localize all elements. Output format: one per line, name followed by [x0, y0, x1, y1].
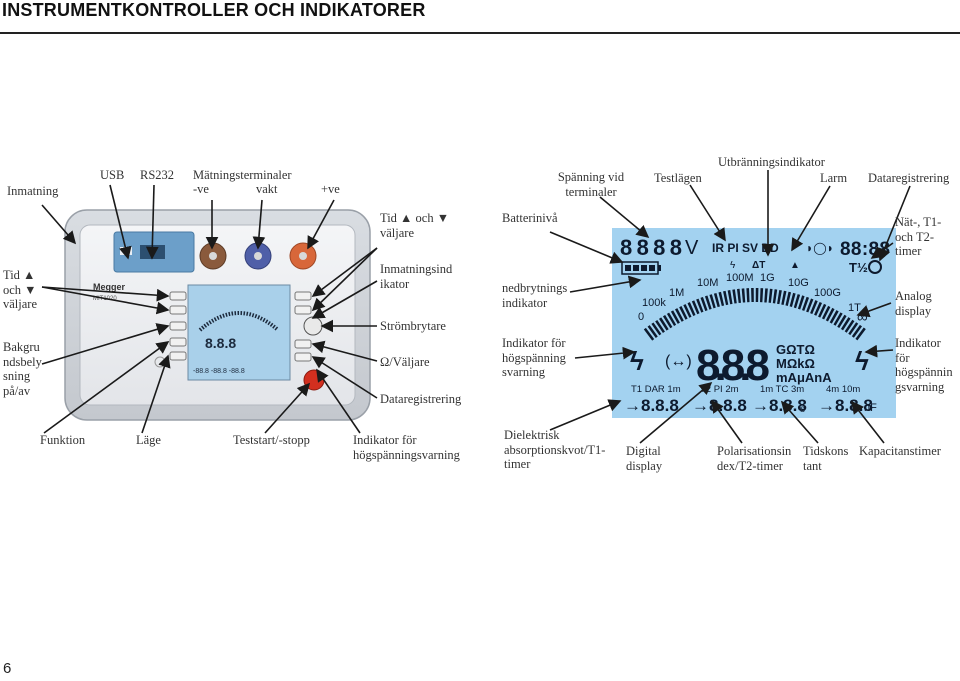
- label-nat-timer: Nät-, T1- och T2- timer: [895, 215, 942, 258]
- label-inmatning: Inmatning: [7, 184, 59, 198]
- label-analog: Analog display: [895, 289, 932, 318]
- label-spanning: Spänning vid terminaler: [557, 170, 625, 199]
- label-tidskonstant: Tidskons tant: [803, 444, 849, 473]
- label-polarisation: Polarisationsin dex/T2-timer: [717, 444, 792, 473]
- label-dataregistrering-right: Dataregistrering: [868, 171, 950, 185]
- analog-bar: [643, 288, 867, 341]
- scale-10g: 10G: [788, 277, 809, 289]
- scale-1g: 1G: [760, 272, 775, 284]
- timer-suffix: T½: [849, 260, 868, 275]
- mini-lcd: [187, 284, 291, 381]
- label-digital: Digital display: [626, 444, 663, 473]
- label-utbranning: Utbränningsindikator: [718, 155, 825, 169]
- label-tid-valjare-left: Tid ▲ och ▼ väljare: [3, 268, 38, 311]
- label-ohm-valjare: Ω/Väljare: [380, 355, 430, 369]
- sub4-unit: nF: [864, 402, 877, 414]
- scale-100m: 100M: [726, 272, 754, 284]
- label-vakt: vakt: [256, 182, 278, 196]
- label-usb: USB: [100, 168, 125, 182]
- label-teststart: Teststart/-stopp: [233, 433, 310, 447]
- label-minus-ve: -ve: [193, 182, 209, 196]
- label-lage: Läge: [136, 433, 161, 447]
- label-hogspanning-svarning: Indikator för högspänning svarning: [502, 336, 566, 379]
- button-time-up: [169, 291, 187, 301]
- svg-text:-88.8 -88.8 -88.8: -88.8 -88.8 -88.8: [193, 368, 245, 375]
- scale-1m: 1M: [669, 287, 684, 299]
- warning-icon: ϟ: [730, 260, 736, 271]
- label-larm: Larm: [820, 171, 848, 185]
- label-kapacitans: Kapacitanstimer: [859, 444, 941, 458]
- unit-line-3: mAμAnA: [776, 370, 832, 385]
- scale-10m: 10M: [697, 277, 718, 289]
- polarity-arrows: (↔): [665, 353, 692, 370]
- label-rs232: RS232: [140, 168, 175, 182]
- scale-inf: ∞: [857, 309, 868, 326]
- label-bakgrundsbelysning: Bakgru ndsbely sning på/av: [3, 340, 42, 398]
- button-time-down: [169, 305, 187, 315]
- scale-0: 0: [638, 311, 644, 323]
- label-hogspanning-right: Indikator för högspännin gsvarning: [895, 336, 953, 394]
- label-inmatningsindikator: Inmatningsind ikator: [380, 262, 453, 291]
- label-batteriniva: Batterinivå: [502, 211, 558, 225]
- label-funktion: Funktion: [40, 433, 86, 447]
- label-hv-warning: Indikator för högspänningsvarning: [353, 433, 460, 462]
- sub1-label: T1 DAR 1m: [631, 384, 681, 395]
- sub3-label: 1m TC 3m: [760, 384, 804, 395]
- alarm-icon: ◗◯◗: [806, 241, 834, 255]
- data-logging-icon: [868, 260, 882, 274]
- label-tid-valjare-right: Tid ▲ och ▼ väljare: [380, 211, 450, 240]
- sub2-label: T2 PI 2m: [700, 384, 739, 395]
- scale-100k: 100k: [642, 297, 666, 309]
- label-strombrytare: Strömbrytare: [380, 319, 446, 333]
- scale-100g: 100G: [814, 287, 841, 299]
- label-dielektrisk: Dielektrisk absorptionskvot/T1- timer: [504, 428, 606, 471]
- page-title: INSTRUMENTKONTROLLER OCH INDIKATORER: [2, 0, 426, 20]
- label-terminals: Mätningsterminaler: [193, 168, 292, 182]
- main-digits: 8.8.8: [696, 341, 770, 390]
- svg-text:8.8.8: 8.8.8: [205, 335, 236, 351]
- title-rule: [0, 32, 960, 34]
- sub1-digits: →8.8.8: [624, 396, 679, 415]
- label-nedbrytning: nedbrytnings indikator: [502, 281, 568, 310]
- voltage-unit: V: [685, 237, 699, 259]
- sub4-label: 4m 10m: [826, 384, 860, 395]
- delta-t: ΔT: [752, 260, 765, 271]
- label-dataregistrering-left: Dataregistrering: [380, 392, 462, 406]
- button-backlight: [169, 321, 187, 331]
- sub3-unit: s: [800, 404, 805, 415]
- burnout-icon: ▲: [790, 260, 800, 271]
- lcd-background: [612, 228, 896, 418]
- label-plus-ve: +ve: [321, 182, 340, 196]
- button-function: [169, 337, 187, 347]
- brand-logo: Megger: [93, 282, 126, 292]
- unit-line-1: GΩTΩ: [776, 342, 815, 357]
- label-testlagen: Testlägen: [654, 171, 702, 185]
- unit-line-2: MΩkΩ: [776, 356, 815, 371]
- page-number: 6: [3, 660, 12, 677]
